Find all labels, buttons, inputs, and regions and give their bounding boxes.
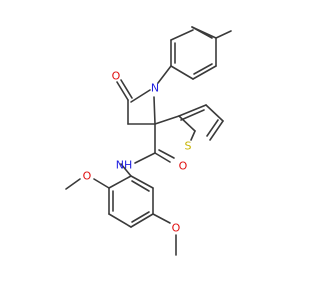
bond <box>180 109 205 121</box>
bond <box>108 213 132 228</box>
bond <box>153 96 156 125</box>
atom-label-nh-amide: NH <box>116 159 133 172</box>
bond <box>178 104 207 117</box>
bond <box>192 65 217 80</box>
atom-label-oxygen-carbonyl: O <box>112 70 121 83</box>
bond <box>191 26 213 39</box>
bond <box>130 213 154 228</box>
bond <box>209 120 224 141</box>
bond <box>130 89 151 103</box>
bond <box>130 175 154 189</box>
molecule-structure-diagram: O N S O NH O O <box>65 26 232 256</box>
bond <box>65 178 81 190</box>
bond <box>120 79 133 99</box>
bond <box>178 115 196 132</box>
bond <box>215 30 232 39</box>
atom-label-oxygen-meta-methoxy: O <box>172 222 181 235</box>
bond <box>193 63 213 75</box>
bonds-group <box>65 26 232 256</box>
bond <box>116 81 129 101</box>
atom-label-oxygen-ortho-methoxy: O <box>83 170 92 183</box>
bond <box>206 119 219 137</box>
atom-label-nitrogen-lactam: N <box>151 82 159 95</box>
bond <box>205 104 224 122</box>
bond <box>134 152 156 164</box>
bond <box>131 211 150 223</box>
atom-label-sulfur: S <box>185 140 192 153</box>
bond <box>131 180 150 192</box>
bond <box>170 65 194 80</box>
bond <box>93 178 110 189</box>
atom-labels-group: O N S O NH O O <box>83 70 192 235</box>
bond <box>154 152 171 163</box>
bond <box>170 29 194 41</box>
bond <box>120 163 132 177</box>
atom-label-oxygen-amide: O <box>179 160 188 173</box>
bond <box>158 149 175 159</box>
bond <box>152 213 171 224</box>
bond <box>157 65 172 84</box>
bond <box>154 115 180 125</box>
bond <box>108 175 132 189</box>
bond <box>190 130 196 141</box>
